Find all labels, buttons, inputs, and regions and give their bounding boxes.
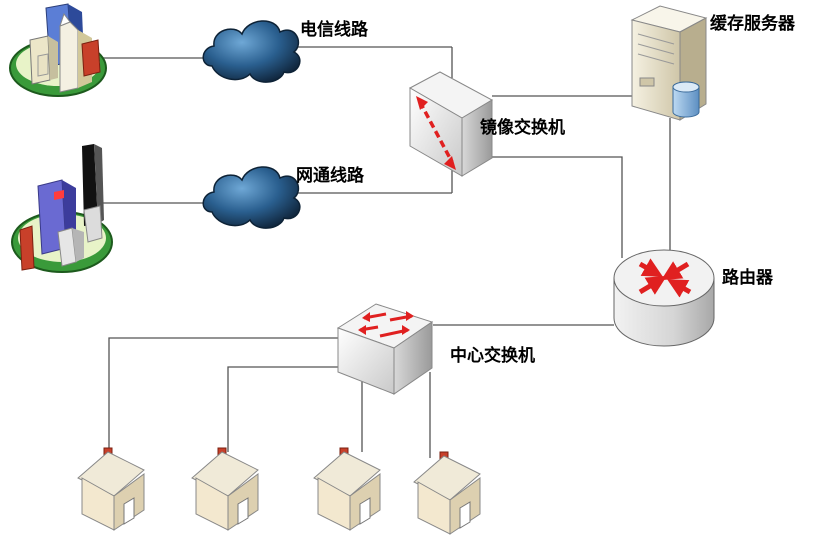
mirror-switch-label: 镜像交换机	[480, 118, 565, 138]
connection-lines	[95, 46, 671, 458]
link-mirror-router	[492, 156, 623, 258]
city-icon	[11, 144, 113, 273]
core-switch-label: 中心交换机	[450, 346, 535, 366]
cache-server-label: 缓存服务器	[710, 14, 795, 34]
cloud-icon	[202, 166, 301, 229]
netcom-line-label: 网通线路	[296, 166, 364, 186]
house-icon	[313, 447, 381, 531]
link-switch-house-1	[108, 337, 338, 452]
switch-icon	[408, 71, 494, 177]
house-icon	[413, 451, 481, 535]
link-switch-house-2	[227, 366, 348, 452]
telecom-line-label: 电信线路	[300, 20, 368, 40]
router-label: 路由器	[722, 268, 773, 288]
house-icon	[191, 447, 259, 531]
server-icon	[630, 5, 708, 121]
cloud-icon	[202, 20, 301, 83]
router-icon	[613, 249, 715, 347]
city-icon	[9, 3, 107, 97]
switch-icon	[336, 303, 434, 395]
house-icon	[77, 447, 145, 531]
